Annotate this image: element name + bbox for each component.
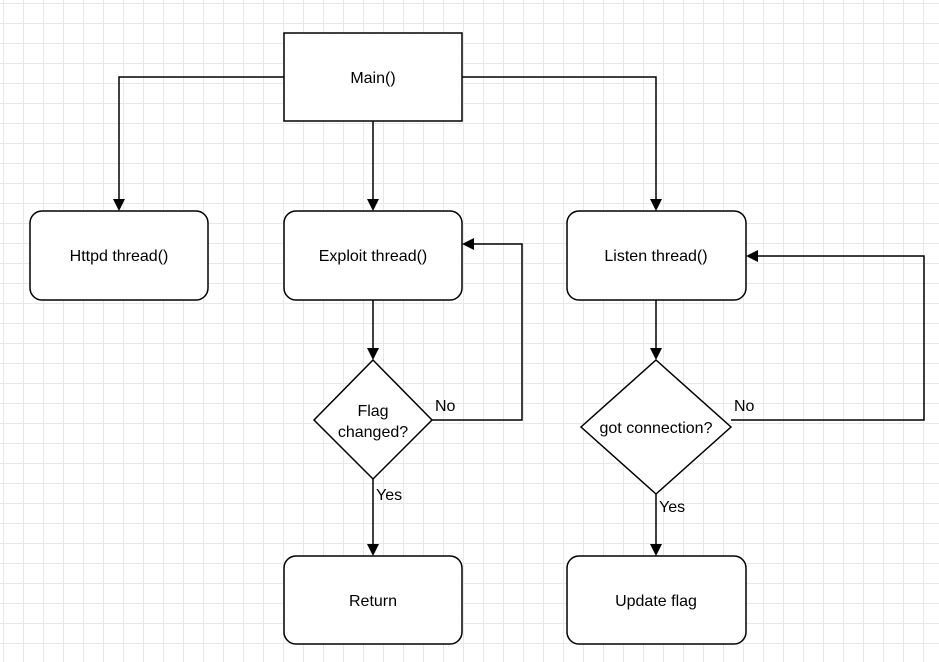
arrowhead-flag-no-loop	[462, 238, 474, 250]
httpd-thread-box	[29, 210, 209, 301]
flag-no-label: No	[435, 398, 456, 415]
update-flag-label: Update flag	[615, 593, 697, 610]
main-label: Main()	[350, 70, 395, 87]
httpd-thread-label: Httpd thread()	[70, 248, 169, 265]
listen-thread-box	[566, 210, 747, 301]
arrowhead-main-to-httpd	[113, 199, 125, 211]
node-exploit-thread: Exploit thread()	[283, 210, 463, 301]
node-main: Main()	[283, 32, 463, 122]
arrowhead-conn-no-loop	[746, 250, 758, 262]
edge-main-to-httpd	[118, 76, 284, 202]
node-update-flag: Update flag	[566, 555, 747, 645]
edge-conn-no-loop	[731, 255, 925, 421]
got-connection-label: got connection?	[600, 420, 713, 437]
node-flag-changed: Flag changed?	[312, 358, 434, 481]
conn-yes-label: Yes	[659, 499, 685, 516]
exploit-thread-box	[283, 210, 463, 301]
edge-flag-no-loop	[432, 243, 523, 421]
arrowhead-exploit-to-flag	[367, 348, 379, 360]
edge-main-to-listen	[462, 76, 657, 202]
node-return: Return	[283, 555, 463, 645]
exploit-thread-label: Exploit thread()	[319, 248, 428, 265]
flag-changed-label-line2: changed?	[338, 424, 408, 441]
flag-yes-label: Yes	[376, 487, 402, 504]
update-flag-box	[566, 555, 747, 645]
return-box	[283, 555, 463, 645]
listen-thread-label: Listen thread()	[604, 248, 707, 265]
arrowhead-main-to-listen	[650, 199, 662, 211]
arrowhead-main-to-exploit	[367, 199, 379, 211]
conn-no-label: No	[734, 398, 755, 415]
arrowhead-flag-yes	[367, 544, 379, 556]
node-listen-thread: Listen thread()	[566, 210, 747, 301]
edges	[113, 76, 925, 556]
main-box	[283, 32, 463, 122]
node-httpd-thread: Httpd thread()	[29, 210, 209, 301]
flag-changed-label-line1: Flag	[357, 403, 388, 420]
node-got-connection: got connection?	[579, 358, 733, 496]
return-label: Return	[349, 593, 397, 610]
flag-changed-diamond	[312, 358, 434, 481]
got-connection-diamond	[579, 358, 733, 496]
arrowhead-conn-yes	[650, 544, 662, 556]
arrowhead-listen-to-conn	[650, 348, 662, 360]
